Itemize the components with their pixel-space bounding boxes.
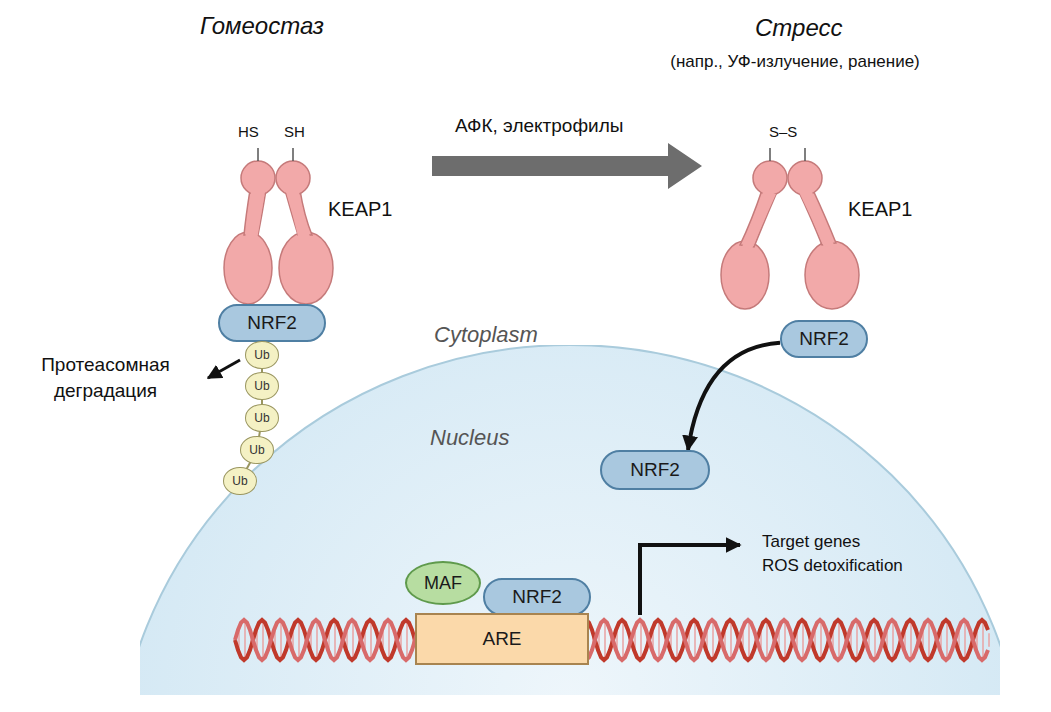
ubiquitin: Ub xyxy=(245,341,278,369)
state-heading: Стресс xyxy=(755,14,842,42)
degradation-arrow xyxy=(208,360,240,378)
protein-name: KEAP1 xyxy=(328,198,392,221)
disulfide-bond: S–S xyxy=(769,123,797,140)
compartment-label: Cytoplasm xyxy=(434,322,538,348)
node-text: Ub xyxy=(254,379,269,393)
dna-rung xyxy=(730,620,732,659)
dna-rung xyxy=(964,620,966,659)
nrf2-protein: NRF2 xyxy=(218,304,326,342)
output-label: Target genes xyxy=(762,532,860,552)
protein-name: KEAP1 xyxy=(848,198,912,221)
dna-rung xyxy=(640,620,642,659)
stress-arrow xyxy=(432,143,702,189)
dna-strand xyxy=(235,620,988,660)
node-text: NRF2 xyxy=(247,312,297,334)
dna-rung xyxy=(856,620,858,659)
ubiquitin: Ub xyxy=(240,436,273,464)
dna-rung xyxy=(982,620,984,659)
dna-rung xyxy=(802,620,804,659)
ubiquitin: Ub xyxy=(245,372,278,400)
dna-rung xyxy=(298,620,300,659)
dna-rung xyxy=(406,620,408,659)
nrf2-protein: NRF2 xyxy=(483,578,591,616)
dna-rung xyxy=(694,620,696,659)
ubiquitin: Ub xyxy=(245,404,278,432)
process-label: Протеасомная деградация xyxy=(8,352,203,403)
node-text: Ub xyxy=(232,474,247,488)
dna-rung xyxy=(988,633,990,647)
node-text: Ub xyxy=(249,443,264,457)
dna-rung xyxy=(280,620,282,659)
dna-rung xyxy=(388,620,390,659)
thiol-group: HS xyxy=(238,123,259,140)
state-heading: Гомеостаз xyxy=(200,12,324,40)
dna-rung xyxy=(946,620,948,659)
keap1-dimer xyxy=(224,161,333,304)
dna-rung xyxy=(604,620,606,659)
compartment-label: Nucleus xyxy=(430,425,509,451)
dna-rung xyxy=(352,620,354,659)
translocation-arrow xyxy=(688,343,780,450)
stress-note: (напр., УФ-излучение, ранение) xyxy=(670,52,920,72)
dna-rung xyxy=(928,620,930,659)
ubiquitin: Ub xyxy=(223,467,256,495)
dna-rung xyxy=(838,620,840,659)
dna-rung xyxy=(262,620,264,659)
are-element: ARE xyxy=(415,613,589,665)
dna-rung xyxy=(370,620,372,659)
dna-rung xyxy=(784,620,786,659)
maf-protein: MAF xyxy=(405,561,481,605)
node-text: Ub xyxy=(254,411,269,425)
dna-rung xyxy=(622,620,624,659)
dna-rung xyxy=(910,620,912,659)
output-label: ROS detoxification xyxy=(762,556,903,576)
dna-rung xyxy=(892,620,894,659)
dna-strand xyxy=(235,620,988,660)
dna-rung xyxy=(244,620,246,659)
transcription-arrow xyxy=(640,545,740,615)
dna-rung xyxy=(712,620,714,659)
node-text: NRF2 xyxy=(512,586,562,608)
dna-rung xyxy=(766,620,768,659)
keap1-dimer xyxy=(721,161,859,309)
nucleus-membrane xyxy=(140,345,1000,695)
node-text: NRF2 xyxy=(799,328,849,350)
dna-rung xyxy=(658,620,660,659)
nrf2-protein: NRF2 xyxy=(780,320,868,358)
dna-rung xyxy=(316,620,318,659)
node-text: MAF xyxy=(424,573,462,594)
dna-rung xyxy=(820,620,822,659)
node-text: Ub xyxy=(254,348,269,362)
node-text: NRF2 xyxy=(630,459,680,481)
arrow-label: АФК, электрофилы xyxy=(455,115,623,137)
nrf2-protein: NRF2 xyxy=(600,450,710,490)
thiol-group: SH xyxy=(284,123,305,140)
dna-rung xyxy=(874,620,876,659)
dna-rung xyxy=(748,620,750,659)
dna-rung xyxy=(334,620,336,659)
node-text: ARE xyxy=(482,628,521,650)
dna-rung xyxy=(676,620,678,659)
